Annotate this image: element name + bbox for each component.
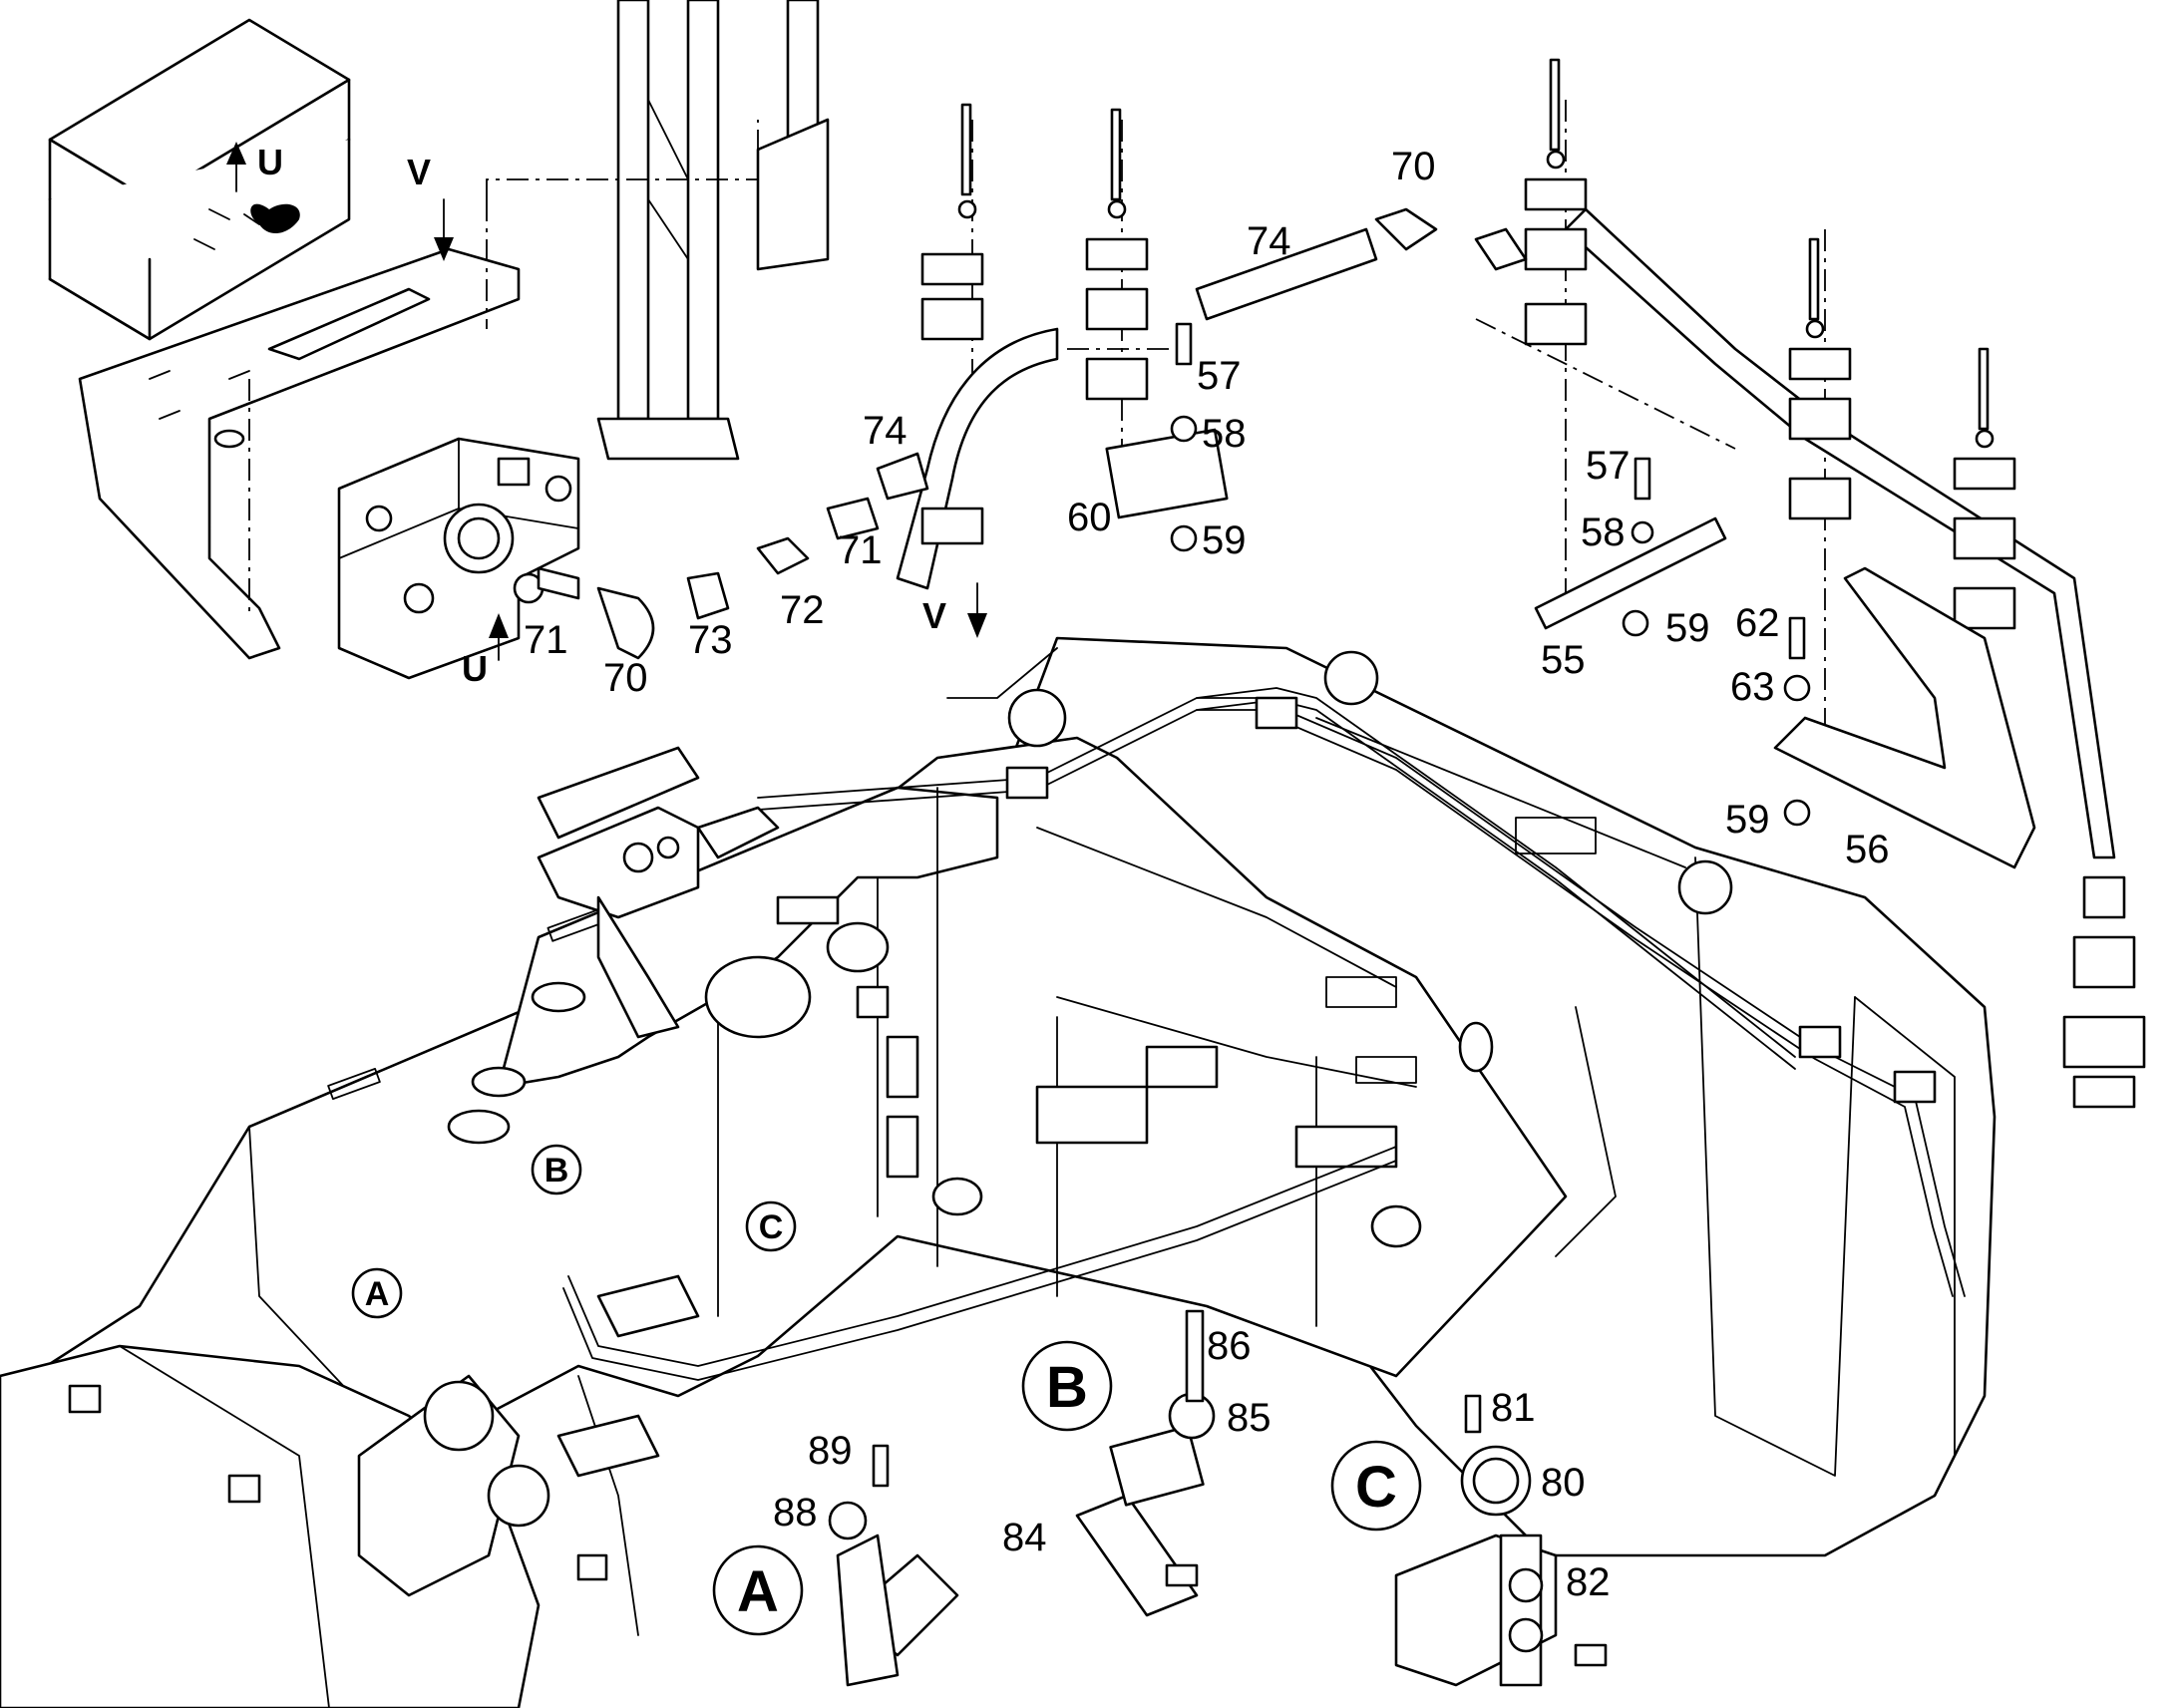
part-number-74: 74 <box>1247 219 1291 263</box>
view-marker-v: V <box>922 595 946 636</box>
detail-label-c: C <box>1355 1455 1397 1520</box>
part-number-59: 59 <box>1725 798 1770 842</box>
detail-b-bracket <box>1075 1309 1216 1617</box>
part-number-63: 63 <box>1730 665 1775 709</box>
part-number-71: 71 <box>838 528 883 572</box>
clamp-and-bolt-stack <box>537 58 2146 1109</box>
detail-label-b: B <box>1046 1355 1088 1420</box>
part-number-56: 56 <box>1845 828 1890 871</box>
part-number-72: 72 <box>780 588 825 632</box>
part-number-71: 71 <box>524 618 568 662</box>
view-marker-u: U <box>257 142 283 182</box>
part-number-labels: 55 56 57 57 58 58 59 59 59 60 62 63 70 7… <box>524 145 1890 1604</box>
part-number-58: 58 <box>1202 412 1247 456</box>
view-marker-u: U <box>462 648 488 689</box>
part-number-73: 73 <box>688 618 733 662</box>
part-number-57: 57 <box>1197 354 1242 398</box>
part-number-59: 59 <box>1665 606 1710 650</box>
part-number-81: 81 <box>1491 1386 1536 1430</box>
view-marker-v: V <box>407 152 431 192</box>
part-number-55: 55 <box>1541 638 1586 682</box>
installed-hose-route <box>562 687 1966 1381</box>
part-number-80: 80 <box>1541 1461 1586 1505</box>
part-number-62: 62 <box>1735 601 1780 645</box>
callout-b: B <box>545 1152 569 1190</box>
part-number-58: 58 <box>1581 511 1626 554</box>
view-arrows <box>226 142 987 661</box>
installed-valve-assembly <box>537 746 780 1039</box>
part-number-57: 57 <box>1586 444 1631 488</box>
part-number-60: 60 <box>1067 496 1112 539</box>
machine-frame <box>0 636 1997 1708</box>
part-number-89: 89 <box>808 1429 853 1473</box>
callout-labels: A B C <box>351 1144 797 1319</box>
upright-post <box>596 0 830 461</box>
bracket-cover <box>48 18 351 341</box>
part-number-82: 82 <box>1566 1560 1611 1604</box>
part-number-85: 85 <box>1227 1396 1272 1440</box>
view-marker-labels: U U V V <box>257 142 946 689</box>
callout-a: A <box>365 1275 390 1313</box>
callout-c: C <box>759 1208 784 1246</box>
detail-a-bracket <box>828 1444 959 1687</box>
detail-c-bracket <box>1394 1394 1608 1687</box>
part-number-59: 59 <box>1202 518 1247 562</box>
part-number-74: 74 <box>863 409 908 453</box>
part-number-86: 86 <box>1207 1324 1252 1368</box>
part-number-70: 70 <box>1391 145 1436 188</box>
frame-details <box>68 688 1597 1581</box>
support-bracket <box>78 247 521 660</box>
detail-label-a: A <box>737 1559 779 1624</box>
part-number-84: 84 <box>1002 1516 1047 1559</box>
detail-labels: A B C <box>712 1340 1422 1636</box>
part-number-88: 88 <box>773 1491 818 1535</box>
part-number-70: 70 <box>603 656 648 700</box>
